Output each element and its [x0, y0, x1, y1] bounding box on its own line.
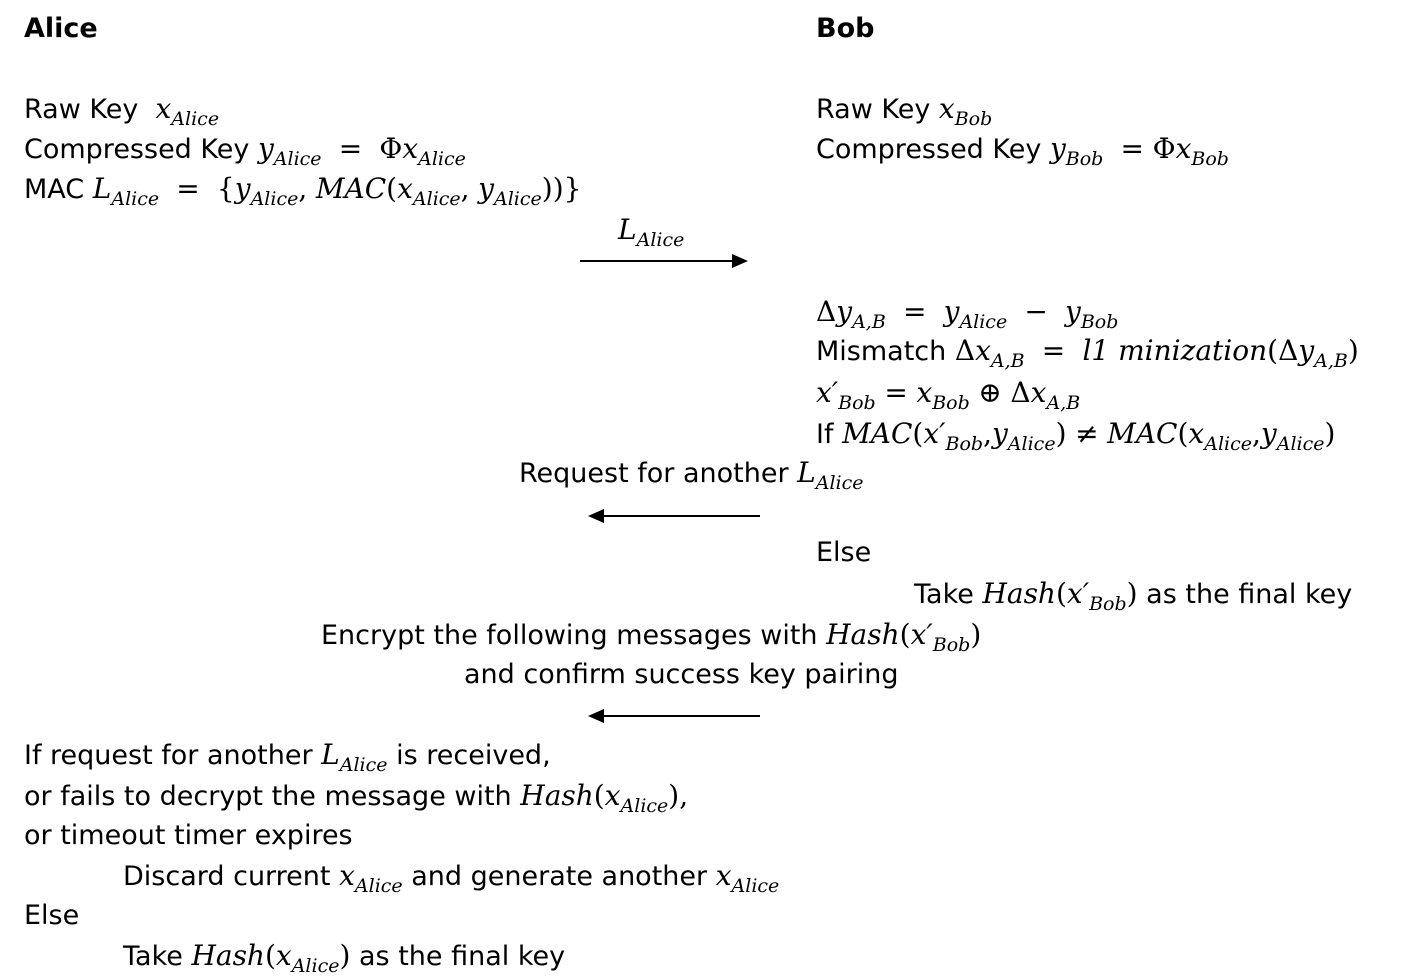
arrow-left-icon — [588, 509, 760, 523]
bob-raw-key: Raw Key xBob — [816, 92, 993, 130]
bob-x-prime: x′Bob = xBob ⊕ ΔxA,B — [816, 376, 1081, 414]
bob-heading: Bob — [816, 13, 875, 44]
message-encrypt-line1: Encrypt the following messages with Hash… — [321, 618, 982, 656]
alice-compressed-key: Compressed Key yAlice = ΦxAlice — [24, 132, 466, 170]
bob-else: Else — [816, 537, 872, 568]
alice-final-take-hash: Take Hash(xAlice) as the final key — [123, 939, 566, 977]
bob-delta-y: ΔyA,B = yAlice − yBob — [816, 295, 1119, 333]
bob-compressed-key: Compressed Key yBob = ΦxBob — [816, 132, 1229, 170]
message-request-label: Request for another LAlice — [519, 456, 864, 494]
alice-mac: MAC LAlice = {yAlice, MAC(xAlice, yAlice… — [24, 172, 582, 210]
alice-final-line4: Discard current xAlice and generate anot… — [123, 859, 780, 897]
alice-final-else: Else — [24, 900, 80, 931]
arrow-right-icon — [580, 254, 748, 268]
alice-final-line3: or timeout timer expires — [24, 820, 353, 851]
bob-mismatch: Mismatch ΔxA,B = l1 minization(ΔyA,B) — [816, 334, 1359, 372]
bob-take-hash: Take Hash(x′Bob) as the final key — [914, 577, 1353, 615]
message-encrypt-line2: and confirm success key pairing — [464, 659, 899, 690]
alice-raw-key: Raw Key xAlice — [24, 92, 220, 130]
arrow-left-icon — [588, 709, 760, 723]
alice-final-line2: or fails to decrypt the message with Has… — [24, 779, 689, 817]
alice-final-line1: If request for another LAlice is receive… — [24, 738, 551, 776]
alice-heading: Alice — [24, 13, 98, 44]
message-l-alice-label: LAlice — [618, 213, 685, 251]
bob-if-mac: If MAC(x′Bob,yAlice) ≠ MAC(xAlice,yAlice… — [816, 417, 1336, 455]
